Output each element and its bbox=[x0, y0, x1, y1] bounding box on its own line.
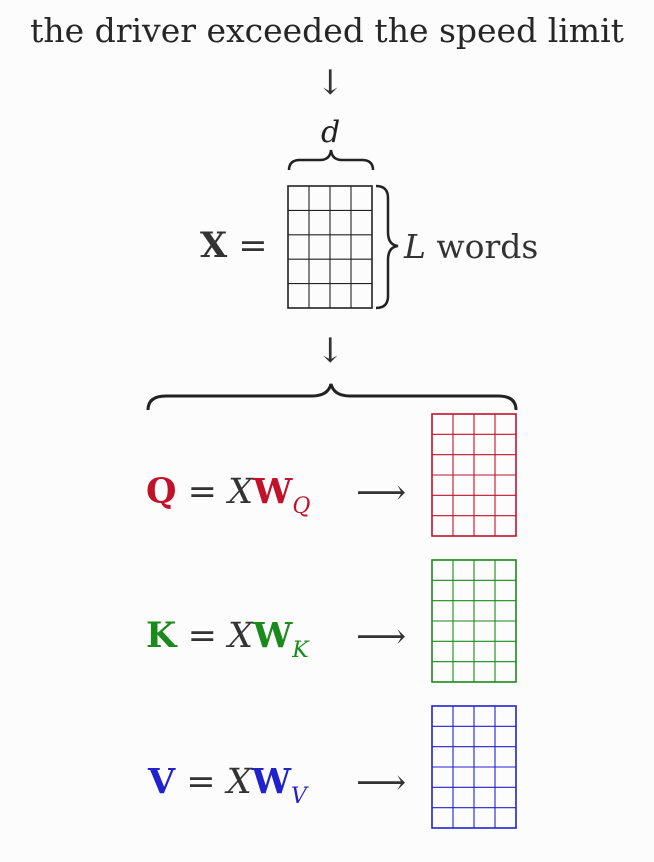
down-arrow-icon-2: ↓ bbox=[316, 331, 345, 371]
k-x-symbol: X bbox=[228, 616, 253, 656]
q-matrix-grid bbox=[431, 413, 517, 537]
q-equation: Q = XWQ bbox=[146, 471, 310, 518]
k-matrix-grid bbox=[431, 559, 517, 683]
q-x-symbol: X bbox=[228, 472, 254, 512]
v-subscript: V bbox=[291, 784, 307, 809]
projection-brace bbox=[146, 383, 518, 411]
dimension-label: d bbox=[321, 115, 341, 150]
q-subscript: Q bbox=[292, 494, 311, 519]
x-equation: X = bbox=[200, 228, 268, 264]
k-symbol: K bbox=[146, 615, 177, 656]
k-subscript: K bbox=[292, 638, 309, 663]
rows-label: L words bbox=[404, 230, 538, 263]
v-equals-sign: = bbox=[186, 762, 216, 802]
input-sentence: the driver exceeded the speed limit bbox=[30, 11, 624, 50]
v-equation: V = XWV bbox=[148, 761, 307, 808]
rows-label-var: L bbox=[404, 227, 426, 266]
down-arrow-icon: ↓ bbox=[316, 63, 345, 103]
k-w-symbol: W bbox=[252, 615, 293, 656]
v-arrow-icon: ⟶ bbox=[356, 763, 407, 803]
v-symbol: V bbox=[148, 761, 176, 802]
dimension-brace bbox=[287, 149, 375, 171]
rows-brace bbox=[375, 184, 399, 310]
q-arrow-icon: ⟶ bbox=[356, 473, 407, 513]
v-x-symbol: X bbox=[226, 762, 252, 802]
rows-label-word: words bbox=[436, 227, 539, 266]
v-w-symbol: W bbox=[251, 761, 291, 802]
x-matrix-grid bbox=[287, 185, 373, 309]
x-equals-sign: = bbox=[238, 226, 268, 266]
x-matrix-symbol: X bbox=[200, 225, 228, 266]
k-arrow-icon: ⟶ bbox=[356, 617, 407, 657]
q-symbol: Q bbox=[146, 471, 177, 512]
v-matrix-grid bbox=[431, 705, 517, 829]
q-w-symbol: W bbox=[253, 471, 293, 512]
k-equals-sign: = bbox=[187, 616, 217, 656]
k-equation: K = XWK bbox=[146, 615, 309, 662]
q-equals-sign: = bbox=[187, 472, 217, 512]
